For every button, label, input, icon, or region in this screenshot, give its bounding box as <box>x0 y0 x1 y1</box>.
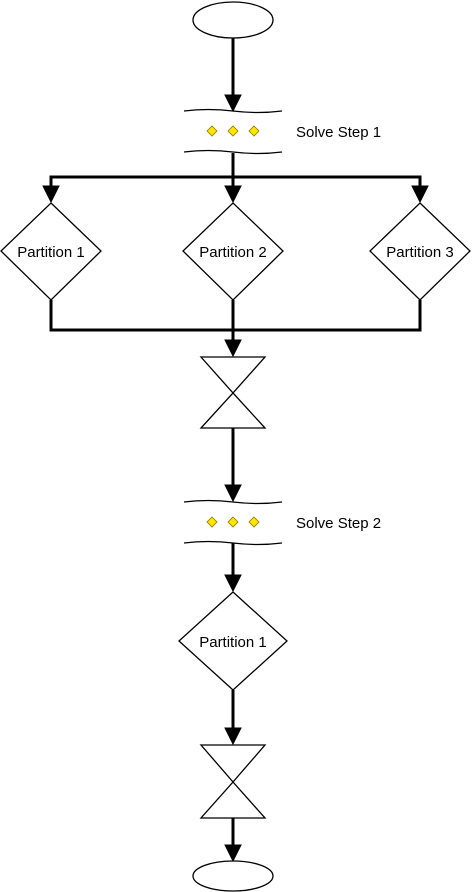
arrow-to-partition3 <box>411 185 429 204</box>
solve-step-1: Solve Step 1 <box>183 108 381 155</box>
step1-partition-3: Partition 3 <box>369 202 471 301</box>
step2-partition-1: Partition 1 <box>178 591 288 691</box>
step2-label: Solve Step 2 <box>296 515 381 532</box>
edges <box>49 38 422 848</box>
arrow-to-step2-partition <box>224 574 242 593</box>
arrow-to-join2 <box>224 727 242 746</box>
step1-partition-3-label: Partition 3 <box>386 244 454 261</box>
arrowheads <box>42 94 429 863</box>
edge-merge-bar <box>49 300 422 332</box>
end-node <box>192 860 274 892</box>
step2-marker-1 <box>206 516 218 528</box>
step2-partition-1-label: Partition 1 <box>199 634 267 651</box>
start-node <box>192 1 274 39</box>
join-node-1 <box>199 356 267 429</box>
step2-bottom-bar <box>183 540 283 546</box>
join-node-2 <box>199 744 267 819</box>
step1-top-bar <box>183 108 283 114</box>
arrow-to-join1 <box>224 339 242 358</box>
step2-marker-2 <box>227 516 239 528</box>
step1-marker-3 <box>248 125 260 137</box>
arrow-to-step2 <box>224 484 242 503</box>
step1-partition-1-label: Partition 1 <box>17 244 85 261</box>
step1-partition-1: Partition 1 <box>0 202 102 301</box>
arrow-to-step1 <box>224 94 242 113</box>
step1-marker-1 <box>206 125 218 137</box>
arrow-to-partition2 <box>224 185 242 204</box>
edge-fork-bar <box>49 175 422 188</box>
solve-step-2: Solve Step 2 <box>183 499 381 546</box>
arrow-to-end <box>224 844 242 863</box>
step1-partition-2-label: Partition 2 <box>199 244 267 261</box>
step2-marker-3 <box>248 516 260 528</box>
arrow-to-partition1 <box>42 185 60 204</box>
step1-label: Solve Step 1 <box>296 124 381 141</box>
step1-marker-2 <box>227 125 239 137</box>
step1-partition-2: Partition 2 <box>182 202 284 301</box>
step2-top-bar <box>183 499 283 505</box>
step1-bottom-bar <box>183 149 283 155</box>
